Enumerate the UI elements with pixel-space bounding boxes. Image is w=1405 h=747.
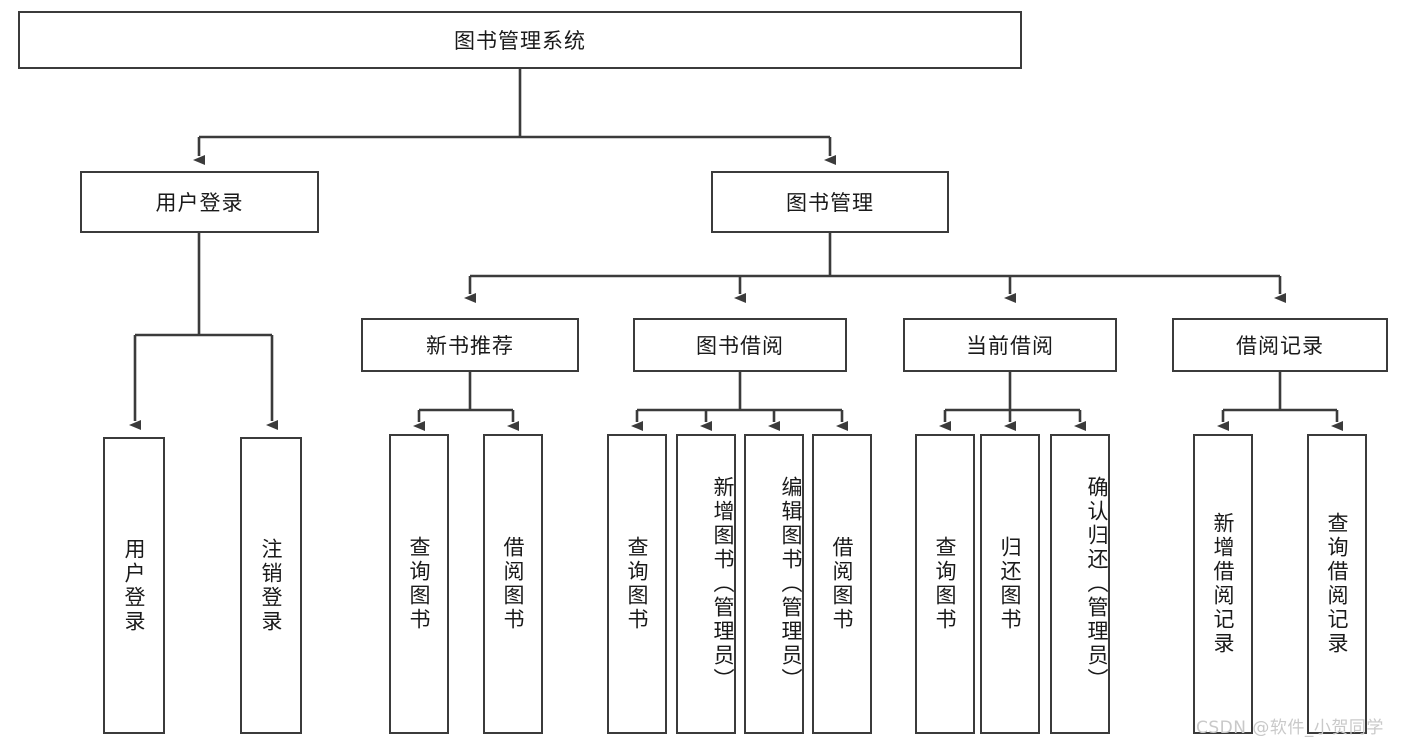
leaf-book-borrow-query-book[interactable]: 查询图书 (607, 434, 667, 734)
node-current-borrow[interactable]: 当前借阅 (903, 318, 1117, 372)
node-label: 新增借阅记录 (1211, 512, 1236, 656)
leaf-current-borrow-confirm-return-admin[interactable]: 确认归还（管理员） (1050, 434, 1110, 734)
node-label: 用户登录 (122, 537, 147, 634)
leaf-borrow-record-add-record[interactable]: 新增借阅记录 (1193, 434, 1253, 734)
node-label: 新书推荐 (426, 334, 514, 358)
node-label: 新增图书（管理员） (711, 476, 735, 692)
node-label: 借阅图书 (501, 536, 526, 632)
node-label: 注销登录 (259, 537, 284, 634)
node-label: 图书管理系统 (454, 29, 586, 53)
node-label: 用户登录 (155, 191, 244, 215)
leaf-current-borrow-query-book[interactable]: 查询图书 (915, 434, 975, 734)
node-label: 当前借阅 (966, 334, 1054, 358)
csdn-watermark: CSDN @软件_小贺同学 (1196, 718, 1384, 738)
leaf-borrow-record-query-record[interactable]: 查询借阅记录 (1307, 434, 1367, 734)
node-label: 借阅图书 (830, 536, 855, 632)
node-label: 确认归还（管理员） (1085, 476, 1109, 692)
node-root-book-management-system[interactable]: 图书管理系统 (18, 11, 1022, 69)
node-user-login[interactable]: 用户登录 (80, 171, 319, 233)
node-label: 图书管理 (786, 191, 874, 215)
node-new-book-recommend[interactable]: 新书推荐 (361, 318, 579, 372)
leaf-user-login-login[interactable]: 用户登录 (103, 437, 165, 734)
leaf-user-login-logout[interactable]: 注销登录 (240, 437, 302, 734)
leaf-current-borrow-return-book[interactable]: 归还图书 (980, 434, 1040, 734)
node-book-management[interactable]: 图书管理 (711, 171, 949, 233)
node-label: 查询图书 (933, 536, 958, 632)
node-label: 归还图书 (998, 536, 1023, 632)
node-label: 查询图书 (407, 536, 432, 632)
node-label: 查询图书 (625, 536, 650, 632)
leaf-book-borrow-add-book-admin[interactable]: 新增图书（管理员） (676, 434, 736, 734)
node-label: 查询借阅记录 (1325, 512, 1350, 656)
node-borrow-record[interactable]: 借阅记录 (1172, 318, 1388, 372)
node-book-borrow[interactable]: 图书借阅 (633, 318, 847, 372)
node-label: 借阅记录 (1236, 334, 1324, 358)
leaf-book-borrow-edit-book-admin[interactable]: 编辑图书（管理员） (744, 434, 804, 734)
leaf-new-book-borrow-book[interactable]: 借阅图书 (483, 434, 543, 734)
leaf-book-borrow-borrow-book[interactable]: 借阅图书 (812, 434, 872, 734)
node-label: 编辑图书（管理员） (779, 476, 803, 692)
node-label: 图书借阅 (696, 334, 784, 358)
leaf-new-book-query-book[interactable]: 查询图书 (389, 434, 449, 734)
